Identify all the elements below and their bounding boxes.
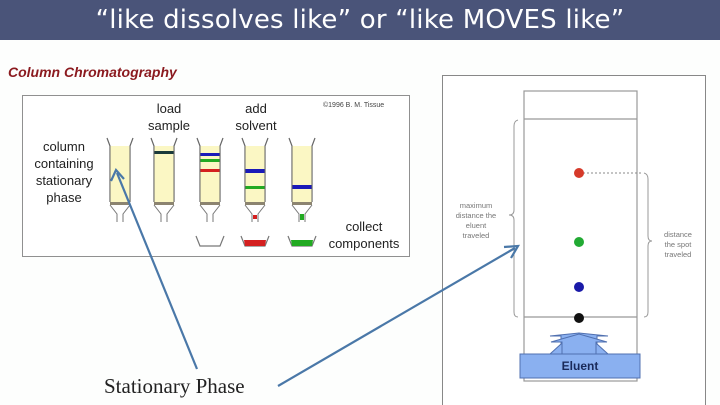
arrow-to-plate	[277, 244, 521, 387]
column-loaded	[150, 137, 178, 223]
column-add-solvent	[241, 137, 269, 223]
eluent-label: Eluent	[561, 359, 599, 373]
section-subtitle: Column Chromatography	[8, 64, 177, 80]
tlc-plate	[508, 90, 653, 382]
max-distance-label: maximum distance the eluent traveled	[455, 201, 497, 240]
collect-components-label: collect components	[328, 219, 400, 251]
spot-distance-label: distance the spot traveled	[664, 230, 692, 259]
add-solvent-label: add solvent	[235, 101, 277, 133]
load-sample-label: load sample	[148, 101, 190, 133]
stationary-phase-caption: Stationary Phase	[104, 374, 245, 398]
copyright: ©1996 B. M. Tissue	[323, 102, 385, 109]
arrow-to-column	[109, 168, 199, 370]
column-separating	[196, 137, 224, 223]
column-label: column containing stationary phase	[34, 139, 94, 205]
column-collecting	[288, 137, 316, 223]
slide-title: “like dissolves like” or “like MOVES lik…	[0, 0, 720, 40]
